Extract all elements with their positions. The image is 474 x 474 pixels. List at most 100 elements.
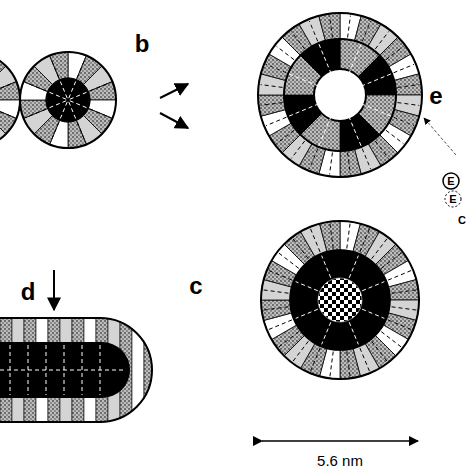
dashed-spoke bbox=[342, 96, 414, 126]
dashed-spoke bbox=[50, 58, 58, 78]
ring-segment bbox=[320, 221, 340, 252]
ring-segment bbox=[20, 100, 48, 118]
micelle-outline bbox=[0, 52, 20, 148]
dashed-spoke bbox=[398, 103, 420, 106]
dashed-spoke bbox=[330, 352, 333, 377]
dashed-spoke bbox=[266, 64, 286, 72]
dashed-spoke bbox=[309, 21, 339, 93]
panel-letter: c bbox=[189, 274, 202, 298]
dashed-spoke bbox=[269, 320, 292, 330]
dashed-spoke bbox=[0, 82, 14, 90]
dashed-spoke bbox=[381, 253, 401, 268]
micelle-core bbox=[290, 250, 390, 350]
dashed-spoke bbox=[349, 322, 358, 344]
dashed-spoke bbox=[341, 97, 371, 169]
dashed-spoke bbox=[362, 21, 370, 41]
micelle-core bbox=[46, 78, 90, 122]
micelle-outline bbox=[258, 13, 422, 177]
panel-letter: e bbox=[429, 84, 442, 108]
ring-segment bbox=[319, 13, 340, 41]
dashed-spoke bbox=[279, 253, 299, 268]
dashed-spoke bbox=[372, 341, 387, 361]
arrow bbox=[53, 270, 55, 310]
dashed-spoke bbox=[381, 332, 401, 347]
dashed-spoke bbox=[388, 320, 411, 330]
ring-segment bbox=[68, 120, 86, 148]
dashed-spoke bbox=[394, 117, 414, 125]
dashed-spoke bbox=[69, 102, 76, 119]
dashed-spoke bbox=[291, 141, 304, 158]
dashed-spoke bbox=[394, 64, 414, 72]
dashed-spoke bbox=[386, 130, 403, 143]
dashed-spoke bbox=[347, 224, 350, 249]
ring-segment bbox=[340, 348, 360, 379]
dashed-spoke bbox=[311, 348, 321, 371]
dashed-spoke bbox=[50, 92, 67, 99]
dashed-spoke bbox=[360, 229, 370, 252]
dashed-spoke bbox=[330, 16, 333, 38]
dashed-spoke bbox=[261, 103, 283, 106]
dashed-spoke bbox=[26, 82, 46, 90]
dashed-spoke bbox=[90, 109, 110, 117]
arrow bbox=[160, 84, 188, 98]
dashed-spoke bbox=[266, 96, 338, 126]
dashed-spoke bbox=[90, 82, 110, 90]
panel-letter: d bbox=[21, 280, 36, 304]
dashed-spoke bbox=[277, 130, 294, 143]
rod-outline bbox=[0, 318, 152, 422]
dashed-spoke bbox=[375, 141, 388, 158]
dashed-spoke bbox=[388, 271, 411, 281]
dashed-arrow bbox=[424, 118, 456, 155]
dashed-spoke bbox=[0, 109, 14, 117]
ring-segment bbox=[394, 74, 422, 95]
dashed-spoke bbox=[347, 352, 350, 377]
dimension-line bbox=[262, 440, 418, 442]
dashed-spoke bbox=[279, 332, 299, 347]
ring-segment bbox=[340, 149, 361, 177]
dashed-spoke bbox=[360, 348, 370, 371]
rod-core bbox=[0, 342, 130, 398]
small-circle bbox=[443, 173, 459, 189]
dashed-spoke bbox=[362, 282, 384, 291]
panel-letter: b bbox=[135, 32, 150, 56]
dashed-spoke bbox=[296, 309, 318, 318]
arrow bbox=[160, 113, 188, 128]
dashed-spoke bbox=[261, 85, 283, 88]
dashed-spoke bbox=[266, 117, 286, 125]
group-letter: E bbox=[449, 194, 456, 205]
dashed-spoke bbox=[69, 82, 76, 99]
shell-boundary bbox=[284, 39, 396, 151]
dashed-spoke bbox=[264, 290, 289, 293]
dashed-spoke bbox=[342, 64, 414, 94]
ring-segment bbox=[0, 116, 6, 145]
dashed-spoke bbox=[362, 149, 370, 169]
dashed-spoke bbox=[60, 102, 67, 119]
dashed-spoke bbox=[277, 46, 294, 59]
dashed-spoke bbox=[311, 229, 321, 252]
dashed-spoke bbox=[291, 32, 304, 49]
dashed-spoke bbox=[362, 309, 384, 318]
dashed-spoke bbox=[50, 122, 58, 142]
micelle-center bbox=[318, 278, 362, 322]
dashed-spoke bbox=[322, 322, 331, 344]
dashed-spoke bbox=[296, 282, 318, 291]
dashed-spoke bbox=[269, 271, 292, 281]
dashed-spoke bbox=[293, 239, 308, 259]
small-circle bbox=[445, 191, 461, 207]
ring-segment bbox=[258, 95, 286, 116]
dashed-spoke bbox=[266, 64, 338, 94]
dashed-spoke bbox=[309, 21, 317, 41]
dashed-spoke bbox=[77, 58, 85, 78]
dashed-spoke bbox=[348, 153, 351, 175]
dashed-spoke bbox=[60, 82, 67, 99]
dashed-spoke bbox=[375, 32, 388, 49]
dashed-spoke bbox=[341, 21, 371, 93]
dashed-spoke bbox=[77, 122, 85, 142]
group-letter: C bbox=[458, 215, 466, 226]
dashed-spoke bbox=[50, 101, 67, 108]
dashed-spoke bbox=[264, 307, 289, 310]
dashed-spoke bbox=[309, 97, 339, 169]
dashed-spoke bbox=[349, 256, 358, 278]
dashed-spoke bbox=[309, 149, 317, 169]
